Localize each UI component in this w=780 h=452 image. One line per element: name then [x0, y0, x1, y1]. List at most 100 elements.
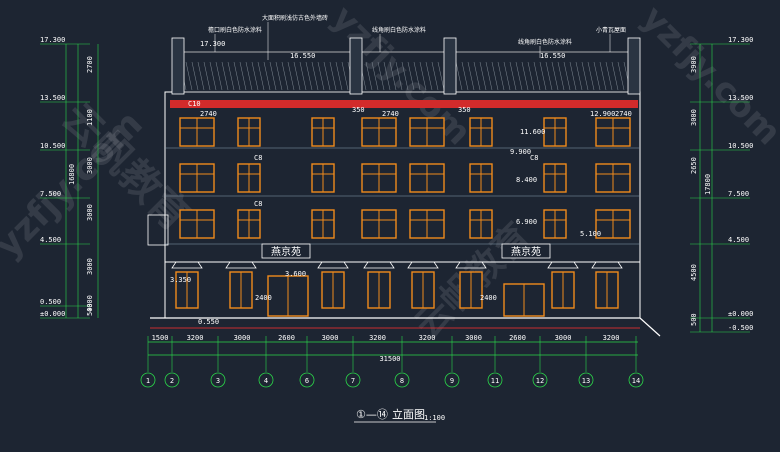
dimension-label: 16.550 — [540, 52, 565, 60]
window — [311, 209, 335, 239]
name-plaque — [501, 243, 551, 259]
hatch-line — [503, 61, 511, 91]
axis-bubble: 11 — [487, 372, 503, 388]
elevation-label: 7.500 — [40, 190, 61, 198]
dimension-label: 1500 — [152, 334, 169, 342]
axis-label: 11 — [491, 377, 499, 385]
dimension-label: 4000 — [86, 295, 94, 312]
hatch-line — [263, 61, 271, 91]
hatch-line — [323, 61, 331, 91]
hatch-line — [467, 61, 475, 91]
drawing-title: ①—⑭ 立面图 1:100 — [354, 407, 445, 423]
dimension-label: 2400 — [255, 294, 272, 302]
hatch-line — [335, 61, 343, 91]
elevation-label: 13.500 — [728, 94, 753, 102]
dimension-label: 3.350 — [170, 276, 191, 284]
hatch-line — [497, 61, 505, 91]
axis-label: 7 — [351, 377, 355, 385]
hatch-line — [515, 61, 523, 91]
title-scale: 1:100 — [424, 414, 445, 422]
hatch-line — [215, 61, 223, 91]
dimension-label: 16.550 — [290, 52, 315, 60]
elevation-label: ±0.000 — [728, 310, 753, 318]
hatch-line — [365, 61, 373, 91]
axis-label: 6 — [305, 377, 309, 385]
hatch-line — [425, 61, 433, 91]
dimension-label: 3.600 — [285, 270, 306, 278]
axis-circle — [394, 372, 410, 388]
axis-bubble: 6 — [299, 372, 315, 388]
hatch-line — [197, 61, 205, 91]
dimension-label: 0.550 — [198, 318, 219, 326]
dimension-label: 350 — [458, 106, 471, 114]
window-hood — [591, 261, 623, 269]
hatch-line — [521, 61, 529, 91]
window — [469, 117, 493, 147]
dimension-label: 3000 — [86, 157, 94, 174]
dimension-label: 3000 — [86, 258, 94, 275]
hatch-line — [269, 61, 277, 91]
window-hood — [171, 261, 203, 269]
parapet-pillar — [171, 37, 185, 95]
axis-bubble: 7 — [345, 372, 361, 388]
hatch-line — [329, 61, 337, 91]
axis-circle — [210, 372, 226, 388]
axis-circle — [345, 372, 361, 388]
door-group — [267, 275, 545, 317]
window — [409, 163, 445, 193]
hatch-line — [617, 61, 625, 91]
axis-circle — [444, 372, 460, 388]
dimension-label: 6.900 — [516, 218, 537, 226]
callouts: 檐口刷白色防水涂料 大面积刷浅仿古色外墙砖 线角刷白色防水涂料 线角刷白色防水涂… — [208, 14, 626, 60]
dimension-label: 17.300 — [200, 40, 225, 48]
dimension-label: 9.900 — [510, 148, 531, 156]
axis-label: 3 — [216, 377, 220, 385]
window-hood — [407, 261, 439, 269]
hatch-line — [203, 61, 211, 91]
dimension-label: 2700 — [86, 56, 94, 73]
dimension-label: 4500 — [690, 264, 698, 281]
hatch-line — [461, 61, 469, 91]
dimension-label: 3200 — [419, 334, 436, 342]
dimension-label: 2650 — [690, 157, 698, 174]
dimension-label: 3200 — [369, 334, 386, 342]
window — [237, 209, 261, 239]
hatch-line — [185, 61, 193, 91]
axis-label: 12 — [536, 377, 544, 385]
hatch-line — [341, 61, 349, 91]
callout-text: 檐口刷白色防水涂料 — [208, 26, 262, 34]
axis-label: 9 — [450, 377, 454, 385]
window — [179, 117, 215, 147]
dimension-label: 5.100 — [580, 230, 601, 238]
hatch-line — [281, 61, 289, 91]
hatch-line — [539, 61, 547, 91]
hatch-line — [191, 61, 199, 91]
axis-circle — [487, 372, 503, 388]
window — [409, 209, 445, 239]
window — [361, 117, 397, 147]
dimension-label: C8 — [530, 154, 538, 162]
axis-bubble: 14 — [628, 372, 644, 388]
axis-bubble: 1 — [140, 372, 156, 388]
window — [469, 163, 493, 193]
hatch-line — [221, 61, 229, 91]
elevation-label: 13.500 — [40, 94, 65, 102]
hatch-line — [275, 61, 283, 91]
elevation-label: 4.500 — [728, 236, 749, 244]
hatch-line — [599, 61, 607, 91]
elevation-label: 7.500 — [728, 190, 749, 198]
hatch-line — [209, 61, 217, 91]
hatch-line — [491, 61, 499, 91]
window-hood — [455, 261, 487, 269]
dimension-label: 12.900 — [590, 110, 615, 118]
dimension-label: 11.600 — [520, 128, 545, 136]
window — [595, 163, 631, 193]
window — [455, 261, 487, 309]
window — [407, 261, 439, 309]
window — [543, 163, 567, 193]
hatch-line — [305, 61, 313, 91]
window — [469, 209, 493, 239]
dimension-label: 3200 — [187, 334, 204, 342]
